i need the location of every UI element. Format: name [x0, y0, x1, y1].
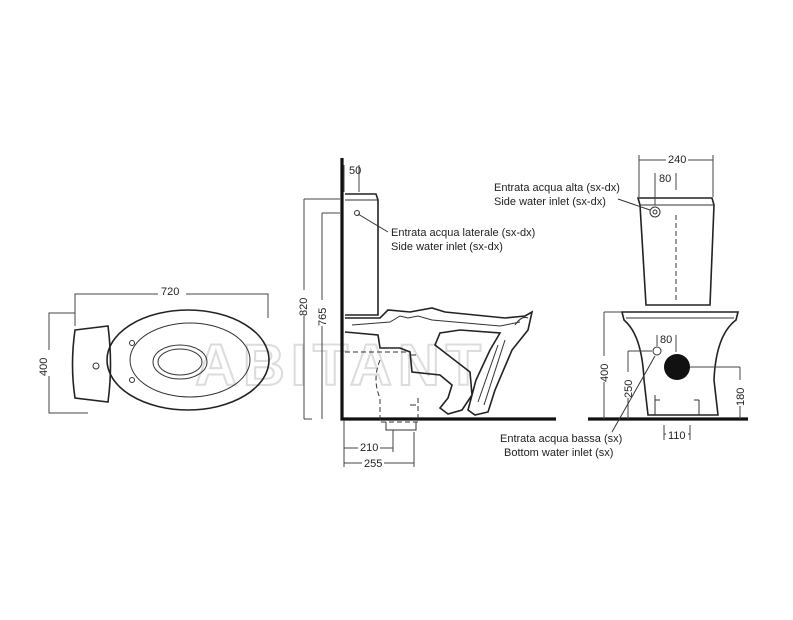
side-view-rim: [351, 315, 521, 327]
side-inlet-leader: [357, 213, 389, 233]
front-view-base-details: [654, 395, 700, 415]
dim-ext-80-top: [654, 173, 677, 205]
dim-400-front-bg: [597, 356, 611, 382]
dim-240: 240: [668, 154, 686, 166]
dim-210-bg: [358, 440, 380, 453]
side-view-wall-floor: [340, 158, 556, 421]
side-view-outlet-base: [385, 422, 417, 431]
top-view-bowl-opening: [152, 344, 208, 380]
dim-400-top: 400: [38, 358, 50, 376]
dim-765: 765: [317, 308, 329, 326]
side-view-dash-outlet: [375, 359, 419, 423]
front-view-high-inlet-core: [652, 209, 658, 215]
low-inlet-label-it: Entrata acqua bassa (sx): [500, 433, 622, 445]
front-view-pedestal: [620, 311, 740, 416]
side-view: 820 765 50 210 255 Entrata acqua lateral…: [296, 158, 556, 470]
dim-ext-50: [343, 165, 360, 192]
side-view-tank: [345, 193, 379, 316]
dim-210: 210: [360, 442, 378, 454]
dim-250-bg: [621, 372, 635, 398]
top-view-bowl-outer: [106, 309, 270, 411]
dim-180-bg: [733, 380, 747, 406]
low-inlet-leader: [611, 355, 656, 433]
top-view-bowl-rim: [129, 322, 251, 398]
front-view-high-inlet: [649, 206, 661, 218]
top-view-inlet-hole: [92, 362, 100, 370]
watermark: ABITANT: [195, 333, 487, 398]
side-view-trap-inner: [477, 339, 506, 406]
dim-820: 820: [298, 298, 310, 316]
high-inlet-leader: [617, 198, 651, 211]
top-view-seat-hole-2: [129, 377, 135, 383]
high-inlet-label-it: Entrata acqua alta (sx-dx): [494, 182, 620, 194]
top-view: 720 400: [36, 285, 270, 414]
dim-110-bg: [666, 428, 688, 441]
top-view-seat-hole-1: [129, 340, 135, 346]
dim-ext-400: [49, 312, 88, 414]
side-view-bowl: [344, 307, 534, 416]
dim-240-bg: [666, 152, 688, 165]
dim-720: 720: [161, 286, 179, 298]
top-view-tank: [71, 325, 112, 403]
top-view-bowl-drain: [157, 348, 203, 376]
side-inlet-label-it: Entrata acqua laterale (sx-dx): [391, 227, 535, 239]
dim-250: 250: [623, 380, 635, 398]
front-view-outlet: [664, 354, 690, 380]
low-inlet-label-en: Bottom water inlet (sx): [504, 447, 613, 459]
dim-110: 110: [668, 430, 686, 442]
dim-80-top: 80: [659, 173, 671, 185]
side-inlet-label-en: Side water inlet (sx-dx): [391, 241, 503, 253]
dim-ext-80-bottom: [656, 335, 677, 352]
dim-255: 255: [364, 458, 382, 470]
dim-180: 180: [735, 388, 747, 406]
side-view-inlet: [354, 210, 360, 216]
dim-50: 50: [349, 165, 361, 177]
front-view: 240 80 400 250 80 180 110 Entrata acqua …: [494, 152, 748, 459]
side-view-rim-tip: [514, 316, 529, 326]
front-view-low-inlet: [652, 346, 662, 356]
side-view-outlet-ticks: [410, 354, 416, 406]
dim-400-front: 400: [599, 364, 611, 382]
dim-765-bg: [315, 300, 329, 326]
high-inlet-label-en: Side water inlet (sx-dx): [494, 196, 606, 208]
dim-ext-720: [74, 294, 269, 326]
dim-255-bg: [362, 456, 384, 469]
dim-80-bottom: 80: [660, 334, 672, 346]
dim-820-bg: [296, 290, 310, 316]
dim-400-bg: [36, 350, 50, 376]
dim-720-bg: [158, 285, 186, 298]
